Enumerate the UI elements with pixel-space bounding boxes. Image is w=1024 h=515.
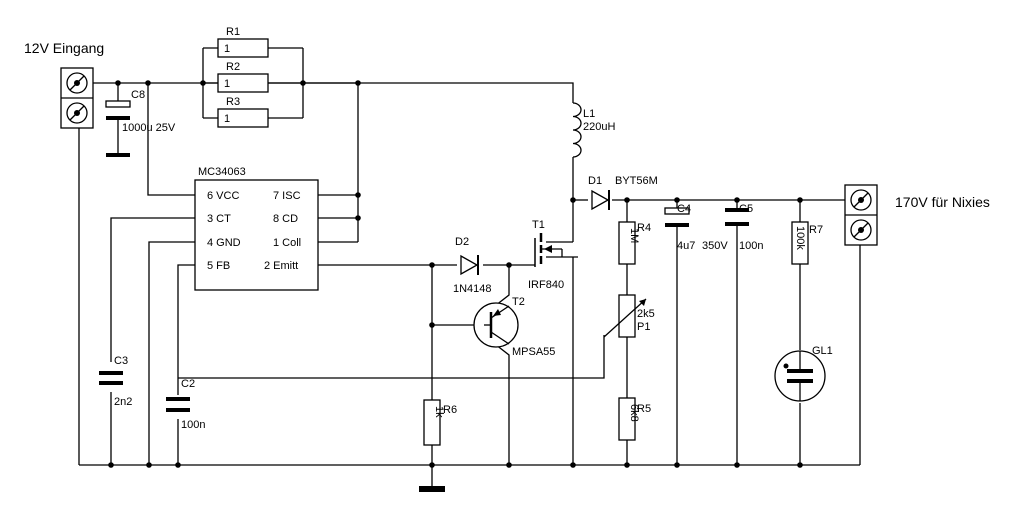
resistor-r3: 1 R3	[217, 96, 269, 128]
r1-value: 1	[224, 43, 230, 55]
r3-ref: R3	[226, 96, 240, 108]
r6-ref: R6	[443, 404, 457, 416]
ic-pin-cd: 8 CD	[273, 213, 298, 225]
r3-value: 1	[224, 113, 230, 125]
d1-value: BYT56M	[615, 175, 658, 187]
c8-value: 1000u 25V	[122, 122, 176, 134]
d2-ref: D2	[455, 236, 469, 248]
ic-pin-emitt: 2 Emitt	[264, 260, 298, 272]
r2-value: 1	[224, 78, 230, 90]
output-voltage-label: 170V für Nixies	[895, 194, 990, 210]
resistor-r7: 100k R7	[791, 221, 823, 265]
ic-name: MC34063	[198, 166, 246, 178]
neon-lamp-gl1: GL1	[774, 345, 833, 402]
p1-value: 2k5	[637, 308, 655, 320]
c5-value: 100n	[739, 240, 763, 252]
ic-pin-coll: 1 Coll	[273, 237, 301, 249]
inductor-l1: L1 220uH	[572, 102, 615, 158]
c8-ref: C8	[131, 89, 145, 101]
c4-value: 4u7	[677, 240, 695, 252]
d2-value: 1N4148	[453, 283, 492, 295]
ic-pin-isc: 7 ISC	[273, 190, 301, 202]
resistor-r2: 1 R2	[217, 61, 269, 93]
t1-value: IRF840	[528, 279, 564, 291]
resistor-r5: 6k8 R5	[618, 397, 651, 441]
capacitor-c3: C3 2n2	[99, 355, 132, 408]
r5-ref: R5	[637, 403, 651, 415]
mosfet-t1: T1 IRF840	[528, 219, 564, 291]
d1-ref: D1	[588, 175, 602, 187]
c3-ref: C3	[114, 355, 128, 367]
ic-pin-vcc: 6 VCC	[207, 190, 239, 202]
capacitor-c2: C2 100n	[166, 378, 205, 431]
capacitor-c4: C4 4u7 350V	[664, 203, 728, 252]
r7-value: 100k	[794, 226, 806, 250]
c5-ref: C5	[739, 203, 753, 215]
output-connector	[844, 184, 878, 246]
t2-ref: T2	[512, 296, 525, 308]
capacitor-c8: C8 1000u 25V	[105, 89, 176, 157]
c4-voltage: 350V	[702, 240, 728, 252]
r5-value: 6k8	[628, 404, 640, 422]
t2-value: MPSA55	[512, 346, 555, 358]
transistor-t2: T2 MPSA55	[473, 296, 555, 358]
potentiometer-p1: 2k5 P1	[603, 294, 655, 338]
p1-ref: P1	[637, 321, 650, 333]
ic-pin-fb: 5 FB	[207, 260, 230, 272]
resistor-r4: 1M R4	[618, 221, 651, 265]
ic-pin-gnd: 4 GND	[207, 237, 241, 249]
c2-ref: C2	[181, 378, 195, 390]
diode-d1: D1 BYT56M	[588, 175, 658, 211]
resistor-r6: 1k R6	[423, 399, 457, 446]
c2-value: 100n	[181, 419, 205, 431]
ic-mc34063: MC34063 6 VCC 7 ISC 3 CT 8 CD 4 GND 1 Co…	[194, 166, 319, 291]
resistor-r1: 1 R1	[217, 26, 269, 58]
r2-ref: R2	[226, 61, 240, 73]
ic-pin-ct: 3 CT	[207, 213, 231, 225]
input-voltage-label: 12V Eingang	[24, 40, 104, 56]
c4-ref: C4	[677, 203, 691, 215]
r6-value: 1k	[433, 406, 445, 418]
r1-ref: R1	[226, 26, 240, 38]
r4-value: 1M	[628, 228, 640, 243]
c3-value: 2n2	[114, 396, 132, 408]
gl1-ref: GL1	[812, 345, 833, 357]
input-connector	[60, 67, 94, 129]
r4-ref: R4	[637, 222, 651, 234]
capacitor-c5: C5 100n	[725, 203, 763, 252]
t1-ref: T1	[532, 219, 545, 231]
l1-value: 220uH	[583, 121, 615, 133]
r7-ref: R7	[809, 224, 823, 236]
junction-dots	[108, 80, 803, 468]
l1-ref: L1	[583, 108, 595, 120]
diode-d2: D2 1N4148	[453, 236, 492, 295]
